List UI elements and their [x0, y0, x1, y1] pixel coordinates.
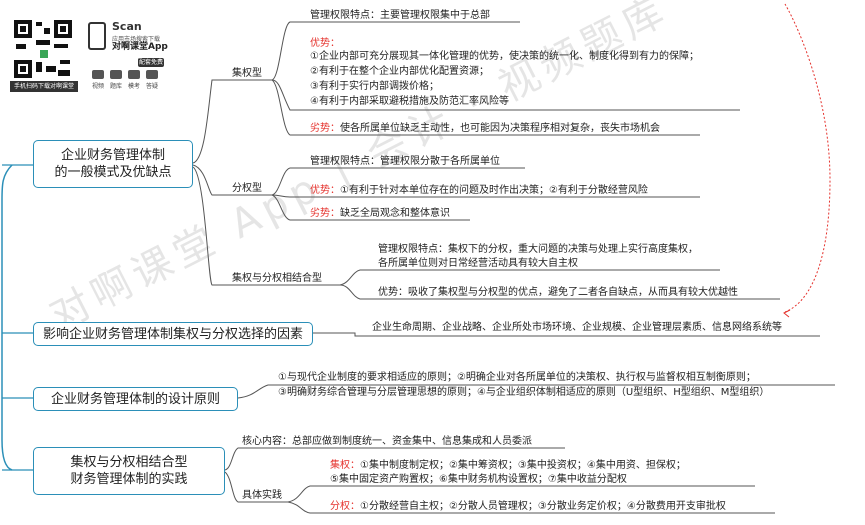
- feature-qa: 答疑: [146, 83, 159, 90]
- topic-practice[interactable]: 集权与分权相结合型 财务管理体制的实践: [33, 447, 225, 495]
- topic-general-modes[interactable]: 企业财务管理体制 的一般模式及优缺点: [33, 140, 193, 188]
- combined-pros: 优势：吸收了集权型与分权型的优点，避免了二者各自缺点，从而具有较大优越性: [378, 287, 738, 298]
- feature-mock-exam: 模考: [128, 83, 141, 90]
- practice-decentral-title: 分权：: [330, 501, 360, 512]
- topic-design-principles-line1: 企业财务管理体制的设计原则: [50, 391, 220, 407]
- practice-central-2: ⑤集中固定资产购置权；⑥集中财务机构设置权；⑦集中收益分配权: [330, 474, 627, 485]
- centralized-pros-title: 优势：: [310, 38, 340, 49]
- decentralized-cons-text: 缺乏全局观念和整体意识: [340, 208, 450, 219]
- decentralized-cons: 劣势：缺乏全局观念和整体意识: [310, 207, 450, 220]
- app-tagline: 应用市场搜索下载: [112, 36, 161, 43]
- practice-core: 核心内容：总部应做到制度统一、资金集中、信息集成和人员委派: [242, 436, 532, 447]
- topic-influencing-factors-line1: 影响企业财务管理体制集权与分权选择的因素: [42, 326, 303, 342]
- topic-general-modes-line2: 的一般模式及优缺点: [54, 165, 172, 180]
- decentralized-label[interactable]: 分权型: [232, 183, 262, 194]
- centralized-label[interactable]: 集权型: [232, 68, 262, 79]
- decentralized-pros: 优势：①有利于针对本单位存在的问题及时作出决策；②有利于分散经营风险: [310, 184, 648, 197]
- topic-practice-line1: 集权与分权相结合型: [70, 455, 188, 470]
- topic-general-modes-line1: 企业财务管理体制: [60, 148, 165, 163]
- qr-code[interactable]: [14, 20, 72, 78]
- feature-video: 视频: [92, 83, 105, 90]
- mock-exam-icon: [128, 70, 140, 79]
- video-icon: [92, 70, 104, 79]
- centralized-cons-title: 劣势：: [310, 123, 340, 134]
- practice-specific-label[interactable]: 具体实践: [242, 490, 282, 501]
- centralized-pro-4: ④有利于内部采取避税措施及防范汇率风险等: [310, 96, 509, 107]
- decentralized-pros-text: ①有利于针对本单位存在的问题及时作出决策；②有利于分散经营风险: [340, 185, 648, 196]
- practice-decentral: 分权：①分散经营自主权；②分散人员管理权；③分散业务定价权；④分散费用开支审批权: [330, 500, 726, 513]
- principle-line-2: ③明确财务综合管理与分层管理思想的原则；④与企业组织体制相适应的原则（U型组织、…: [278, 387, 770, 398]
- factors-text: 企业生命周期、企业战略、企业所处市场环境、企业规模、企业管理层素质、信息网络系统…: [372, 322, 782, 333]
- combined-feature-2: 各所属单位则对日常经营活动具有较大自主权: [378, 258, 578, 269]
- centralized-cons: 劣势：使各所属单位缺乏主动性，也可能因为决策程序相对复杂，丧失市场机会: [310, 122, 660, 135]
- qa-icon: [146, 70, 158, 79]
- combined-feature-1: 管理权限特点：集权下的分权，重大问题的决策与处理上实行高度集权，: [378, 244, 698, 255]
- qr-caption: 手机扫码下载对啊课堂: [10, 81, 78, 92]
- practice-decentral-text: ①分散经营自主权；②分散人员管理权；③分散业务定价权；④分散费用开支审批权: [360, 501, 726, 512]
- phone-icon: [88, 22, 106, 50]
- feature-question-bank: 题库: [110, 83, 123, 90]
- question-bank-icon: [110, 70, 122, 79]
- decentralized-cons-title: 劣势：: [310, 208, 340, 219]
- decentralized-feature: 管理权限特点：管理权限分散于各所属单位: [310, 156, 500, 167]
- centralized-feature: 管理权限特点：主要管理权限集中于总部: [310, 10, 490, 21]
- topic-influencing-factors[interactable]: 影响企业财务管理体制集权与分权选择的因素: [33, 322, 313, 346]
- centralized-pro-3: ③有利于实行内部调拨价格；: [310, 81, 439, 92]
- principle-line-1: ①与现代企业制度的要求相适应的原则；②明确企业对各所属单位的决策权、执行权与监督…: [278, 372, 756, 383]
- free-badge: 配套免费: [138, 58, 164, 67]
- topic-design-principles[interactable]: 企业财务管理体制的设计原则: [33, 387, 238, 411]
- app-name: 对啊课堂App: [112, 42, 168, 52]
- centralized-cons-text: 使各所属单位缺乏主动性，也可能因为决策程序相对复杂，丧失市场机会: [340, 123, 660, 134]
- scan-label: Scan: [112, 20, 142, 33]
- practice-central-1: ①集中制度制定权；②集中筹资权；③集中投资权；④集中用资、担保权；: [360, 460, 686, 471]
- combined-label[interactable]: 集权与分权相结合型: [232, 273, 322, 284]
- centralized-pro-1: ①企业内部可充分展现其一体化管理的优势，使决策的统一化、制度化得到有力的保障；: [310, 51, 699, 62]
- centralized-pro-2: ②有利于在整个企业内部优化配置资源；: [310, 66, 489, 77]
- topic-practice-line2: 财务管理体制的实践: [70, 472, 188, 487]
- decentralized-pros-title: 优势：: [310, 185, 340, 196]
- practice-central-title: 集权：: [330, 460, 360, 471]
